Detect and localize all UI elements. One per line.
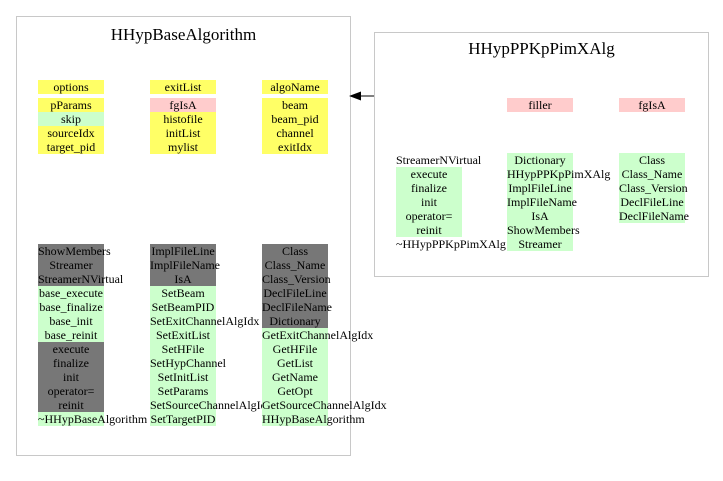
data-member: filler: [507, 98, 573, 112]
data-member: initList: [150, 126, 216, 140]
member-function: StreamerNVirtual: [396, 153, 482, 167]
member-function: Class_Version: [619, 181, 688, 195]
member-column: fgIsA: [619, 98, 685, 112]
member-function: SetInitList: [150, 370, 216, 384]
data-member: histofile: [150, 112, 216, 126]
member-function: SetBeam: [150, 286, 216, 300]
member-function: Dictionary: [507, 153, 573, 167]
data-member: fgIsA: [619, 98, 685, 112]
member-function: GetList: [262, 356, 328, 370]
member-function: DeclFileLine: [619, 195, 685, 209]
member-function: IsA: [507, 209, 573, 223]
member-function: ShowMembers: [38, 244, 111, 258]
member-function: SetTargetPID: [150, 412, 216, 426]
member-function: GetHFile: [262, 342, 328, 356]
data-member: mylist: [150, 140, 216, 154]
member-function: SetHFile: [150, 342, 216, 356]
data-member: beam: [262, 98, 328, 112]
member-function: SetSourceChannelAlgIdx: [150, 398, 273, 412]
inheritance-arrow: [349, 91, 374, 101]
member-function: execute: [38, 342, 104, 356]
member-function: base_reinit: [38, 328, 104, 342]
data-member: exitList: [150, 80, 216, 94]
member-function: operator=: [38, 384, 104, 398]
member-function: GetSourceChannelAlgIdx: [262, 398, 387, 412]
member-function: ~HHypPPKpPimXAlg: [396, 237, 506, 251]
data-member: target_pid: [38, 140, 104, 154]
member-function: GetName: [262, 370, 328, 384]
member-function: init: [38, 370, 104, 384]
member-function: SetParams: [150, 384, 216, 398]
member-function: base_execute: [38, 286, 104, 300]
member-function: SetExitList: [150, 328, 216, 342]
member-function: init: [396, 195, 462, 209]
member-function: base_finalize: [38, 300, 104, 314]
member-function: reinit: [396, 223, 462, 237]
member-function: Streamer: [38, 258, 104, 272]
member-function: operator=: [396, 209, 462, 223]
member-function: ImplFileName: [507, 195, 577, 209]
member-function: ShowMembers: [507, 223, 580, 237]
member-function: Class_Version: [262, 272, 331, 286]
data-member: options: [38, 80, 104, 94]
member-function: SetExitChannelAlgIdx: [150, 314, 260, 328]
member-function: SetBeamPID: [150, 300, 216, 314]
arrowhead-icon: [349, 91, 361, 101]
data-member: pParams: [38, 98, 104, 112]
member-function: ImplFileLine: [150, 244, 216, 258]
member-function: finalize: [396, 181, 462, 195]
class-title-derived: HHypPPKpPimXAlg: [468, 39, 615, 58]
member-function: GetExitChannelAlgIdx: [262, 328, 374, 342]
member-function: Class_Name: [262, 258, 328, 272]
member-function: ~HHypBaseAlgorithm: [38, 412, 148, 426]
data-member: skip: [38, 112, 104, 126]
member-function: GetOpt: [262, 384, 328, 398]
member-function: SetHypChannel: [150, 356, 226, 370]
member-function: DeclFileName: [619, 209, 689, 223]
member-function: ImplFileName: [150, 258, 220, 272]
member-function: finalize: [38, 356, 104, 370]
data-member: channel: [262, 126, 328, 140]
member-column: filler: [507, 98, 573, 112]
member-function: reinit: [38, 398, 104, 412]
member-function: Class: [619, 153, 685, 167]
member-function: Dictionary: [262, 314, 328, 328]
member-function: DeclFileName: [262, 300, 332, 314]
class-title-base: HHypBaseAlgorithm: [110, 25, 257, 44]
member-function: ImplFileLine: [507, 181, 573, 195]
member-function: Class: [262, 244, 328, 258]
member-function: Class_Name: [619, 167, 685, 181]
member-function: HHypBaseAlgorithm: [262, 412, 365, 426]
data-member: beam_pid: [262, 112, 328, 126]
member-function: execute: [396, 167, 462, 181]
data-member: exitIdx: [262, 140, 328, 154]
data-member: algoName: [262, 80, 328, 94]
member-function: IsA: [150, 272, 216, 286]
data-member: sourceIdx: [38, 126, 104, 140]
member-function: base_init: [38, 314, 104, 328]
member-function: StreamerNVirtual: [38, 272, 124, 286]
member-function: HHypPPKpPimXAlg: [507, 167, 611, 181]
member-function: Streamer: [507, 237, 573, 251]
data-member: fgIsA: [150, 98, 216, 112]
member-function: DeclFileLine: [262, 286, 328, 300]
